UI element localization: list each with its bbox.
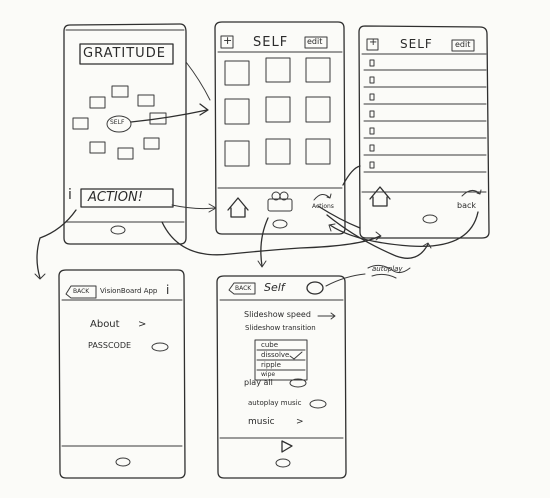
back-button[interactable]: BACK	[73, 288, 90, 295]
phone-self-settings	[216, 275, 347, 479]
chevron-right-icon[interactable]: >	[296, 417, 304, 427]
self-list-title: SELF	[400, 37, 433, 51]
phone-settings	[58, 269, 186, 479]
toggle-passcode	[151, 342, 169, 352]
back-button[interactable]: back	[457, 201, 477, 210]
camera-icon	[267, 191, 293, 212]
edit-button[interactable]: edit	[455, 40, 471, 49]
home-icon	[369, 186, 391, 207]
back-button[interactable]: BACK	[235, 285, 252, 292]
info-icon[interactable]: i	[68, 187, 72, 203]
self-bubble-label[interactable]: SELF	[110, 119, 125, 126]
actions-arrow-icon	[313, 193, 332, 201]
music-label[interactable]: music	[248, 417, 275, 427]
slideshow-transition-label[interactable]: Slideshow transition	[245, 324, 316, 332]
self-grid-title: SELF	[253, 35, 289, 50]
image-grid[interactable]	[224, 57, 331, 167]
actions-label[interactable]: Actions	[312, 203, 334, 210]
home-title: GRATITUDE	[83, 46, 166, 61]
edit-button[interactable]: edit	[307, 37, 323, 46]
transition-option[interactable]: wipe	[261, 371, 276, 378]
back-arrow-icon	[461, 189, 482, 197]
play-all-label[interactable]: play all	[244, 378, 273, 387]
transition-option[interactable]: cube	[261, 341, 279, 349]
play-icon	[281, 440, 293, 453]
transition-option[interactable]: dissolve	[261, 351, 290, 359]
settings-gear-icon	[306, 281, 324, 295]
chevron-right-icon[interactable]: >	[138, 319, 147, 330]
gratitude-bubbles[interactable]	[72, 85, 167, 160]
flow-arrows	[34, 61, 479, 287]
add-icon[interactable]: +	[369, 37, 378, 48]
back-button-shape	[65, 285, 97, 299]
phone-self-list	[358, 25, 490, 239]
phone-self-grid	[214, 21, 346, 235]
action-button[interactable]: ACTION!	[88, 190, 143, 205]
about-label[interactable]: About	[90, 319, 120, 330]
self-settings-title: Self	[264, 281, 285, 294]
image-list[interactable]	[363, 59, 487, 173]
toggle-play-all	[289, 378, 307, 388]
home-icon	[227, 197, 249, 218]
autoplay-music-label[interactable]: autoplay music	[248, 399, 302, 407]
scribble-note: autoplay	[372, 265, 403, 273]
settings-title: VisionBoard App	[100, 287, 158, 295]
add-icon[interactable]: +	[223, 34, 233, 47]
transition-option[interactable]: ripple	[261, 361, 281, 369]
toggle-autoplay-music	[309, 399, 327, 409]
slideshow-speed-label[interactable]: Slideshow speed	[244, 310, 311, 319]
info-icon[interactable]: i	[166, 283, 170, 297]
scribble-blob	[367, 264, 411, 279]
passcode-label[interactable]: PASSCODE	[88, 341, 132, 350]
